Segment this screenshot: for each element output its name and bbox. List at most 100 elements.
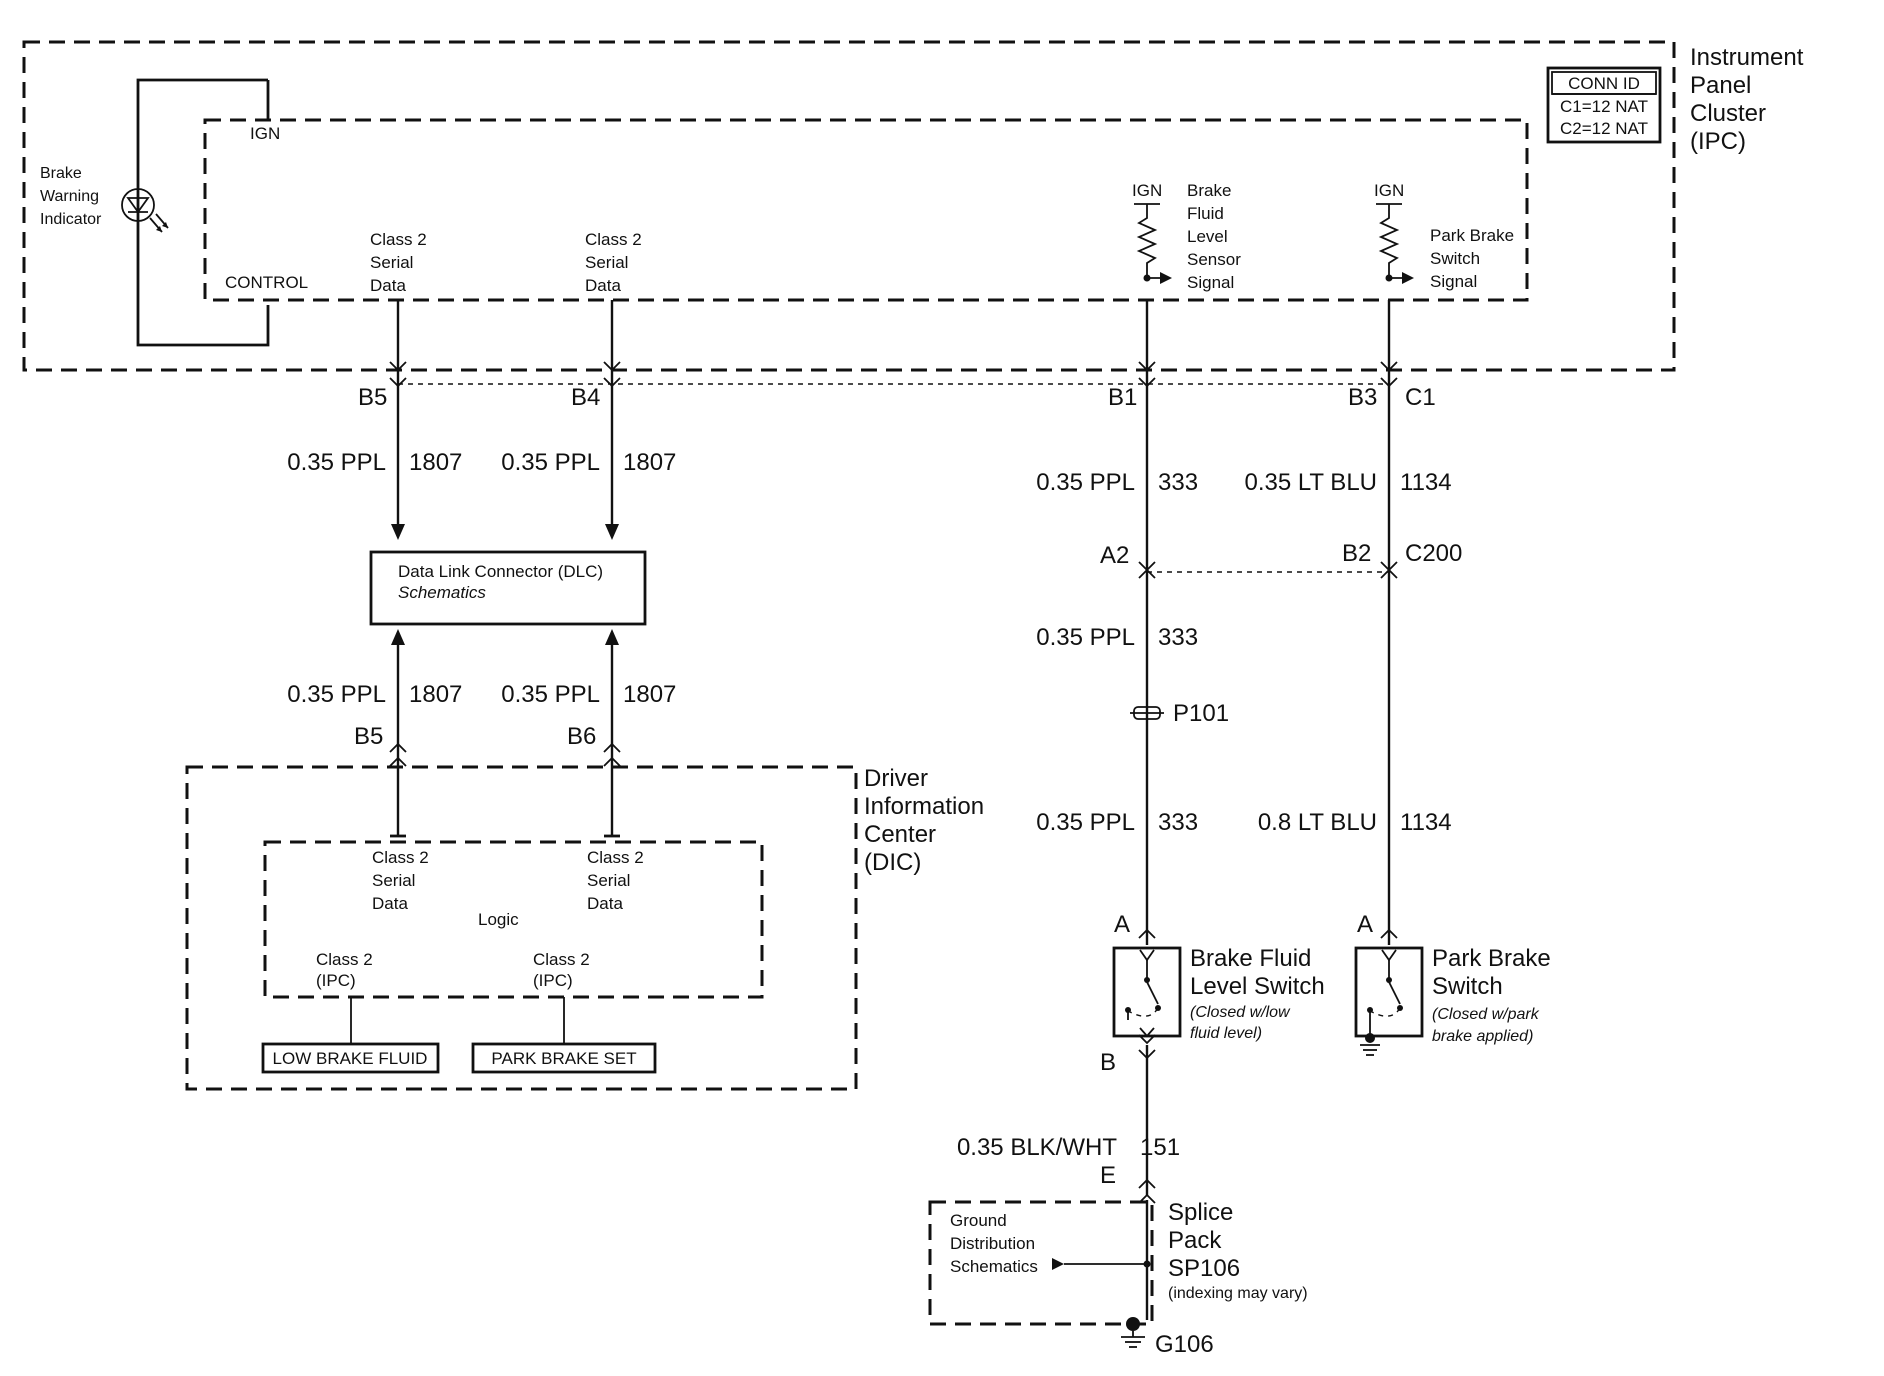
- svg-text:Cluster: Cluster: [1690, 100, 1766, 127]
- svg-text:Signal: Signal: [1430, 272, 1477, 291]
- svg-text:Class 2: Class 2: [587, 848, 644, 867]
- svg-text:Data: Data: [370, 276, 406, 295]
- svg-text:B4: B4: [571, 384, 600, 411]
- svg-text:C200: C200: [1405, 540, 1462, 567]
- arrow-down-icon: [605, 524, 619, 540]
- ipc-outer-boundary: [22, 40, 1676, 372]
- brake-fluid-signal-circuit: IGN Brake Fluid Level Sensor Signal: [1132, 181, 1241, 292]
- park-brake-switch: Park Brake Switch (Closed w/park brake a…: [1354, 945, 1551, 1056]
- lamp-led-icon: [121, 188, 169, 233]
- svg-text:Class 2: Class 2: [370, 230, 427, 249]
- svg-text:Serial: Serial: [587, 871, 630, 890]
- brake-warning-indicator: Brake Warning Indicator: [40, 165, 102, 228]
- svg-text:Panel: Panel: [1690, 72, 1751, 99]
- svg-text:0.35 PPL: 0.35 PPL: [501, 681, 600, 708]
- svg-text:Serial: Serial: [370, 253, 413, 272]
- wire-labels: 0.35 PPL 1807 0.35 PPL 1807 0.35 PPL 180…: [287, 449, 1451, 1161]
- svg-text:Splice: Splice: [1168, 1199, 1233, 1226]
- svg-text:(IPC): (IPC): [533, 971, 573, 990]
- brake-fluid-level-switch: Brake Fluid Level Switch (Closed w/low f…: [1112, 945, 1325, 1042]
- svg-text:A: A: [1357, 911, 1373, 938]
- svg-text:A2: A2: [1100, 542, 1129, 569]
- svg-text:Distribution: Distribution: [950, 1234, 1035, 1253]
- svg-text:Center: Center: [864, 821, 936, 848]
- svg-text:(indexing may vary): (indexing may vary): [1168, 1285, 1308, 1302]
- svg-text:Signal: Signal: [1187, 273, 1234, 292]
- svg-text:Level: Level: [1187, 227, 1228, 246]
- conn-id-box: CONN ID C1=12 NAT C2=12 NAT: [1546, 66, 1662, 144]
- svg-text:B5: B5: [358, 384, 387, 411]
- svg-text:(IPC): (IPC): [1690, 128, 1746, 155]
- svg-text:0.35 PPL: 0.35 PPL: [501, 449, 600, 476]
- svg-text:Serial: Serial: [585, 253, 628, 272]
- svg-text:B5: B5: [354, 723, 383, 750]
- brake-indicator-bracket: [136, 78, 270, 347]
- svg-text:Brake Fluid: Brake Fluid: [1190, 945, 1311, 972]
- ipc-label: Instrument Panel Cluster (IPC): [1690, 44, 1804, 155]
- svg-text:0.35 PPL: 0.35 PPL: [287, 449, 386, 476]
- svg-text:C1: C1: [1405, 384, 1436, 411]
- svg-text:Switch: Switch: [1432, 973, 1503, 1000]
- svg-text:(IPC): (IPC): [316, 971, 356, 990]
- arrow-down-icon: [391, 524, 405, 540]
- svg-text:Schematics: Schematics: [950, 1257, 1038, 1276]
- svg-text:Data: Data: [585, 276, 621, 295]
- dic-outer-boundary: [185, 765, 858, 1091]
- svg-text:0.35 PPL: 0.35 PPL: [1036, 809, 1135, 836]
- svg-text:Instrument: Instrument: [1690, 44, 1804, 71]
- svg-text:Park Brake: Park Brake: [1430, 226, 1514, 245]
- svg-text:Serial: Serial: [372, 871, 415, 890]
- svg-text:A: A: [1114, 911, 1130, 938]
- svg-text:Class 2: Class 2: [372, 848, 429, 867]
- svg-text:Information: Information: [864, 793, 984, 820]
- svg-text:CONN ID: CONN ID: [1568, 74, 1640, 93]
- svg-text:333: 333: [1158, 809, 1198, 836]
- splice-boundary: [928, 1200, 1154, 1326]
- svg-text:Pack: Pack: [1168, 1227, 1222, 1254]
- park-brake-signal-circuit: IGN Park Brake Switch Signal: [1374, 181, 1514, 291]
- svg-text:B1: B1: [1108, 384, 1137, 411]
- svg-text:151: 151: [1140, 1134, 1180, 1161]
- svg-text:0.35 PPL: 0.35 PPL: [1036, 624, 1135, 651]
- ground-icon: [1360, 1033, 1380, 1056]
- svg-text:Brake: Brake: [40, 165, 82, 182]
- svg-text:Switch: Switch: [1430, 249, 1480, 268]
- arrow-up-icon: [391, 629, 405, 645]
- svg-text:B: B: [1100, 1049, 1116, 1076]
- svg-text:LOW BRAKE FLUID: LOW BRAKE FLUID: [273, 1049, 428, 1068]
- svg-text:C2=12 NAT: C2=12 NAT: [1560, 119, 1648, 138]
- arrow-up-icon: [605, 629, 619, 645]
- svg-text:Data: Data: [587, 894, 623, 913]
- svg-text:Sensor: Sensor: [1187, 250, 1241, 269]
- svg-text:IGN: IGN: [1132, 181, 1162, 200]
- svg-text:1807: 1807: [409, 681, 462, 708]
- svg-text:Ground: Ground: [950, 1211, 1007, 1230]
- ipc-class2-left-label: Class 2 Serial Data: [370, 230, 427, 295]
- svg-text:0.35 PPL: 0.35 PPL: [287, 681, 386, 708]
- splice-pack-sp106: Ground Distribution Schematics Splice Pa…: [928, 1199, 1308, 1326]
- svg-text:SP106: SP106: [1168, 1255, 1240, 1282]
- pin-labels: B5 B4 B1 B3 C1 A2 B2 C200 B5 B6 A A B E: [354, 384, 1462, 1189]
- svg-text:0.35 LT BLU: 0.35 LT BLU: [1244, 469, 1377, 496]
- svg-text:B3: B3: [1348, 384, 1377, 411]
- svg-text:Park Brake: Park Brake: [1432, 945, 1551, 972]
- dic-module: Driver Information Center (DIC) Class 2 …: [185, 765, 984, 1091]
- svg-text:E: E: [1100, 1162, 1116, 1189]
- ipc-module: Instrument Panel Cluster (IPC) CONN ID C…: [22, 40, 1804, 372]
- svg-text:0.35 PPL: 0.35 PPL: [1036, 469, 1135, 496]
- svg-text:Driver: Driver: [864, 765, 928, 792]
- svg-text:(DIC): (DIC): [864, 849, 921, 876]
- svg-text:Data Link Connector (DLC): Data Link Connector (DLC): [398, 562, 603, 581]
- svg-text:333: 333: [1158, 469, 1198, 496]
- svg-text:0.8 LT BLU: 0.8 LT BLU: [1258, 809, 1377, 836]
- svg-text:B2: B2: [1342, 540, 1371, 567]
- svg-text:brake applied): brake applied): [1432, 1028, 1533, 1045]
- svg-text:PARK BRAKE SET: PARK BRAKE SET: [491, 1049, 636, 1068]
- park-brake-set-message: PARK BRAKE SET: [471, 1042, 657, 1074]
- svg-text:Warning: Warning: [40, 188, 99, 205]
- svg-text:Fluid: Fluid: [1187, 204, 1224, 223]
- dic-logic-boundary: [263, 840, 764, 999]
- svg-text:1807: 1807: [623, 449, 676, 476]
- svg-text:Indicator: Indicator: [40, 211, 102, 228]
